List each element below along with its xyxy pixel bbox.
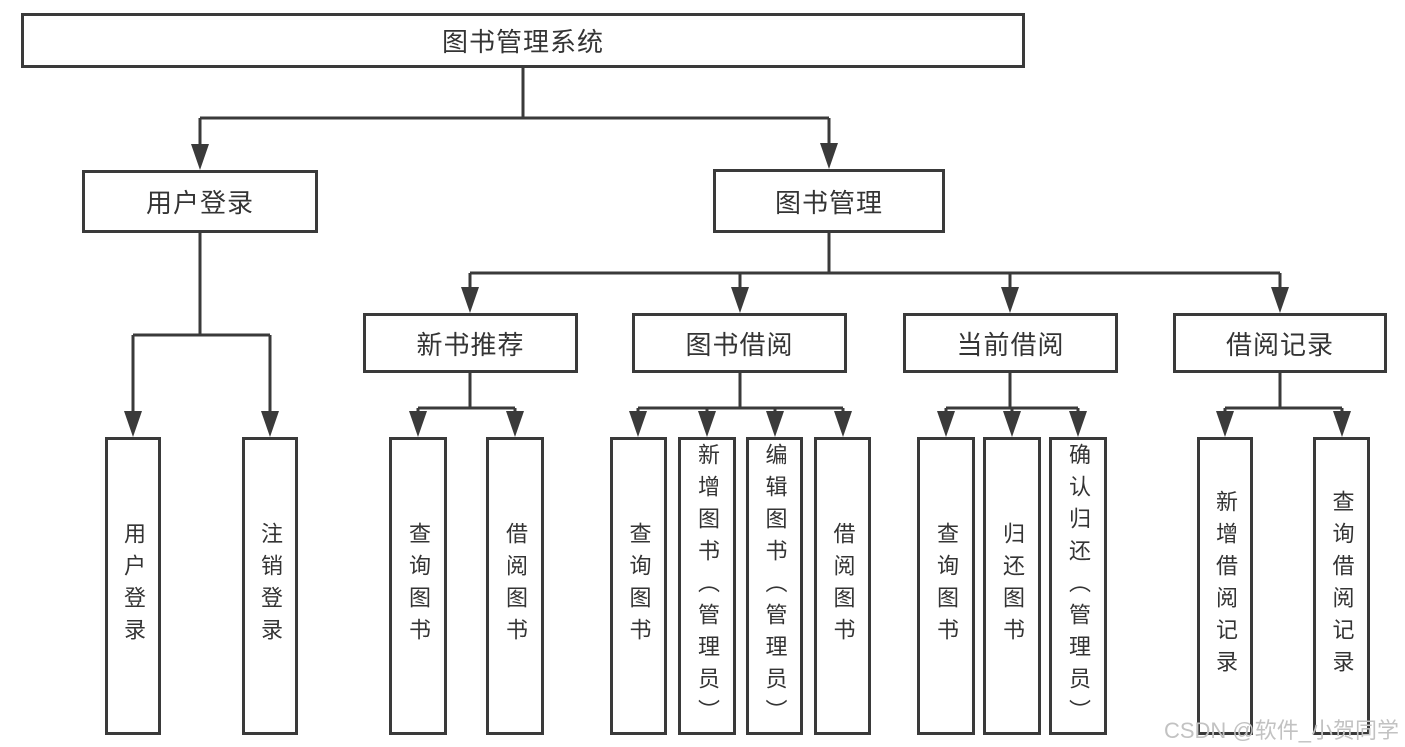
node-user-login: 用户登录	[82, 170, 318, 233]
node-new-book-recommend-label: 新书推荐	[416, 329, 525, 360]
leaf-bookborrow-add-books-admin: 新增图书（管理员）	[678, 437, 736, 735]
leaf-newbookrec-query-books-label: 查询图书	[406, 522, 431, 650]
leaf-bookborrow-query-books-label: 查询图书	[626, 522, 652, 650]
node-book-management: 图书管理	[713, 169, 945, 233]
connector-userlogin-to-leaves	[124, 233, 279, 437]
leaf-records-query-borrow-record-label: 查询借阅记录	[1329, 490, 1355, 682]
leaf-newbookrec-query-books: 查询图书	[389, 437, 447, 735]
node-book-borrow-label: 图书借阅	[685, 329, 794, 360]
connector-bookmgmt-to-level3	[461, 233, 1289, 313]
leaf-user-login: 用户登录	[105, 437, 161, 735]
connector-currentborrow-to-leaves	[937, 373, 1087, 437]
leaf-bookborrow-query-books: 查询图书	[610, 437, 667, 735]
leaf-currentborrow-return-books-label: 归还图书	[1000, 522, 1025, 650]
leaf-bookborrow-edit-books-admin-label: 编辑图书（管理员）	[762, 443, 788, 731]
leaf-records-add-borrow-record-label: 新增借阅记录	[1213, 490, 1238, 682]
leaf-currentborrow-confirm-return-admin-label: 确认归还（管理员）	[1066, 443, 1091, 731]
node-current-borrow: 当前借阅	[903, 313, 1118, 373]
node-user-login-label: 用户登录	[145, 188, 254, 218]
node-book-management-label: 图书管理	[774, 187, 883, 218]
leaf-logout-label: 注销登录	[258, 522, 283, 650]
node-new-book-recommend: 新书推荐	[363, 313, 578, 373]
node-root-label: 图书管理系统	[441, 27, 604, 57]
leaf-bookborrow-add-books-admin-label: 新增图书（管理员）	[695, 443, 720, 731]
node-borrow-records-label: 借阅记录	[1225, 329, 1334, 360]
connector-root-to-level2	[191, 68, 838, 170]
connector-bookborrow-to-leaves	[629, 373, 852, 437]
leaf-bookborrow-edit-books-admin: 编辑图书（管理员）	[746, 437, 803, 735]
leaf-bookborrow-borrow-books-label: 借阅图书	[830, 522, 856, 650]
leaf-currentborrow-query-books-label: 查询图书	[934, 522, 959, 650]
leaf-logout: 注销登录	[242, 437, 298, 735]
node-book-borrow: 图书借阅	[632, 313, 847, 373]
leaf-records-add-borrow-record: 新增借阅记录	[1197, 437, 1253, 735]
leaf-currentborrow-query-books: 查询图书	[917, 437, 975, 735]
node-current-borrow-label: 当前借阅	[956, 329, 1065, 360]
leaf-records-query-borrow-record: 查询借阅记录	[1313, 437, 1370, 735]
leaf-currentborrow-confirm-return-admin: 确认归还（管理员）	[1049, 437, 1107, 735]
csdn-watermark: CSDN @软件_小贺同学	[1163, 718, 1399, 743]
node-root-system: 图书管理系统	[21, 13, 1025, 68]
connector-borrowrecords-to-leaves	[1216, 373, 1351, 437]
leaf-bookborrow-borrow-books: 借阅图书	[814, 437, 871, 735]
leaf-newbookrec-borrow-books: 借阅图书	[486, 437, 544, 735]
node-borrow-records: 借阅记录	[1173, 313, 1387, 373]
leaf-user-login-label: 用户登录	[121, 522, 146, 650]
connector-newbookrec-to-leaves	[409, 373, 524, 437]
leaf-newbookrec-borrow-books-label: 借阅图书	[503, 522, 528, 650]
leaf-currentborrow-return-books: 归还图书	[983, 437, 1041, 735]
